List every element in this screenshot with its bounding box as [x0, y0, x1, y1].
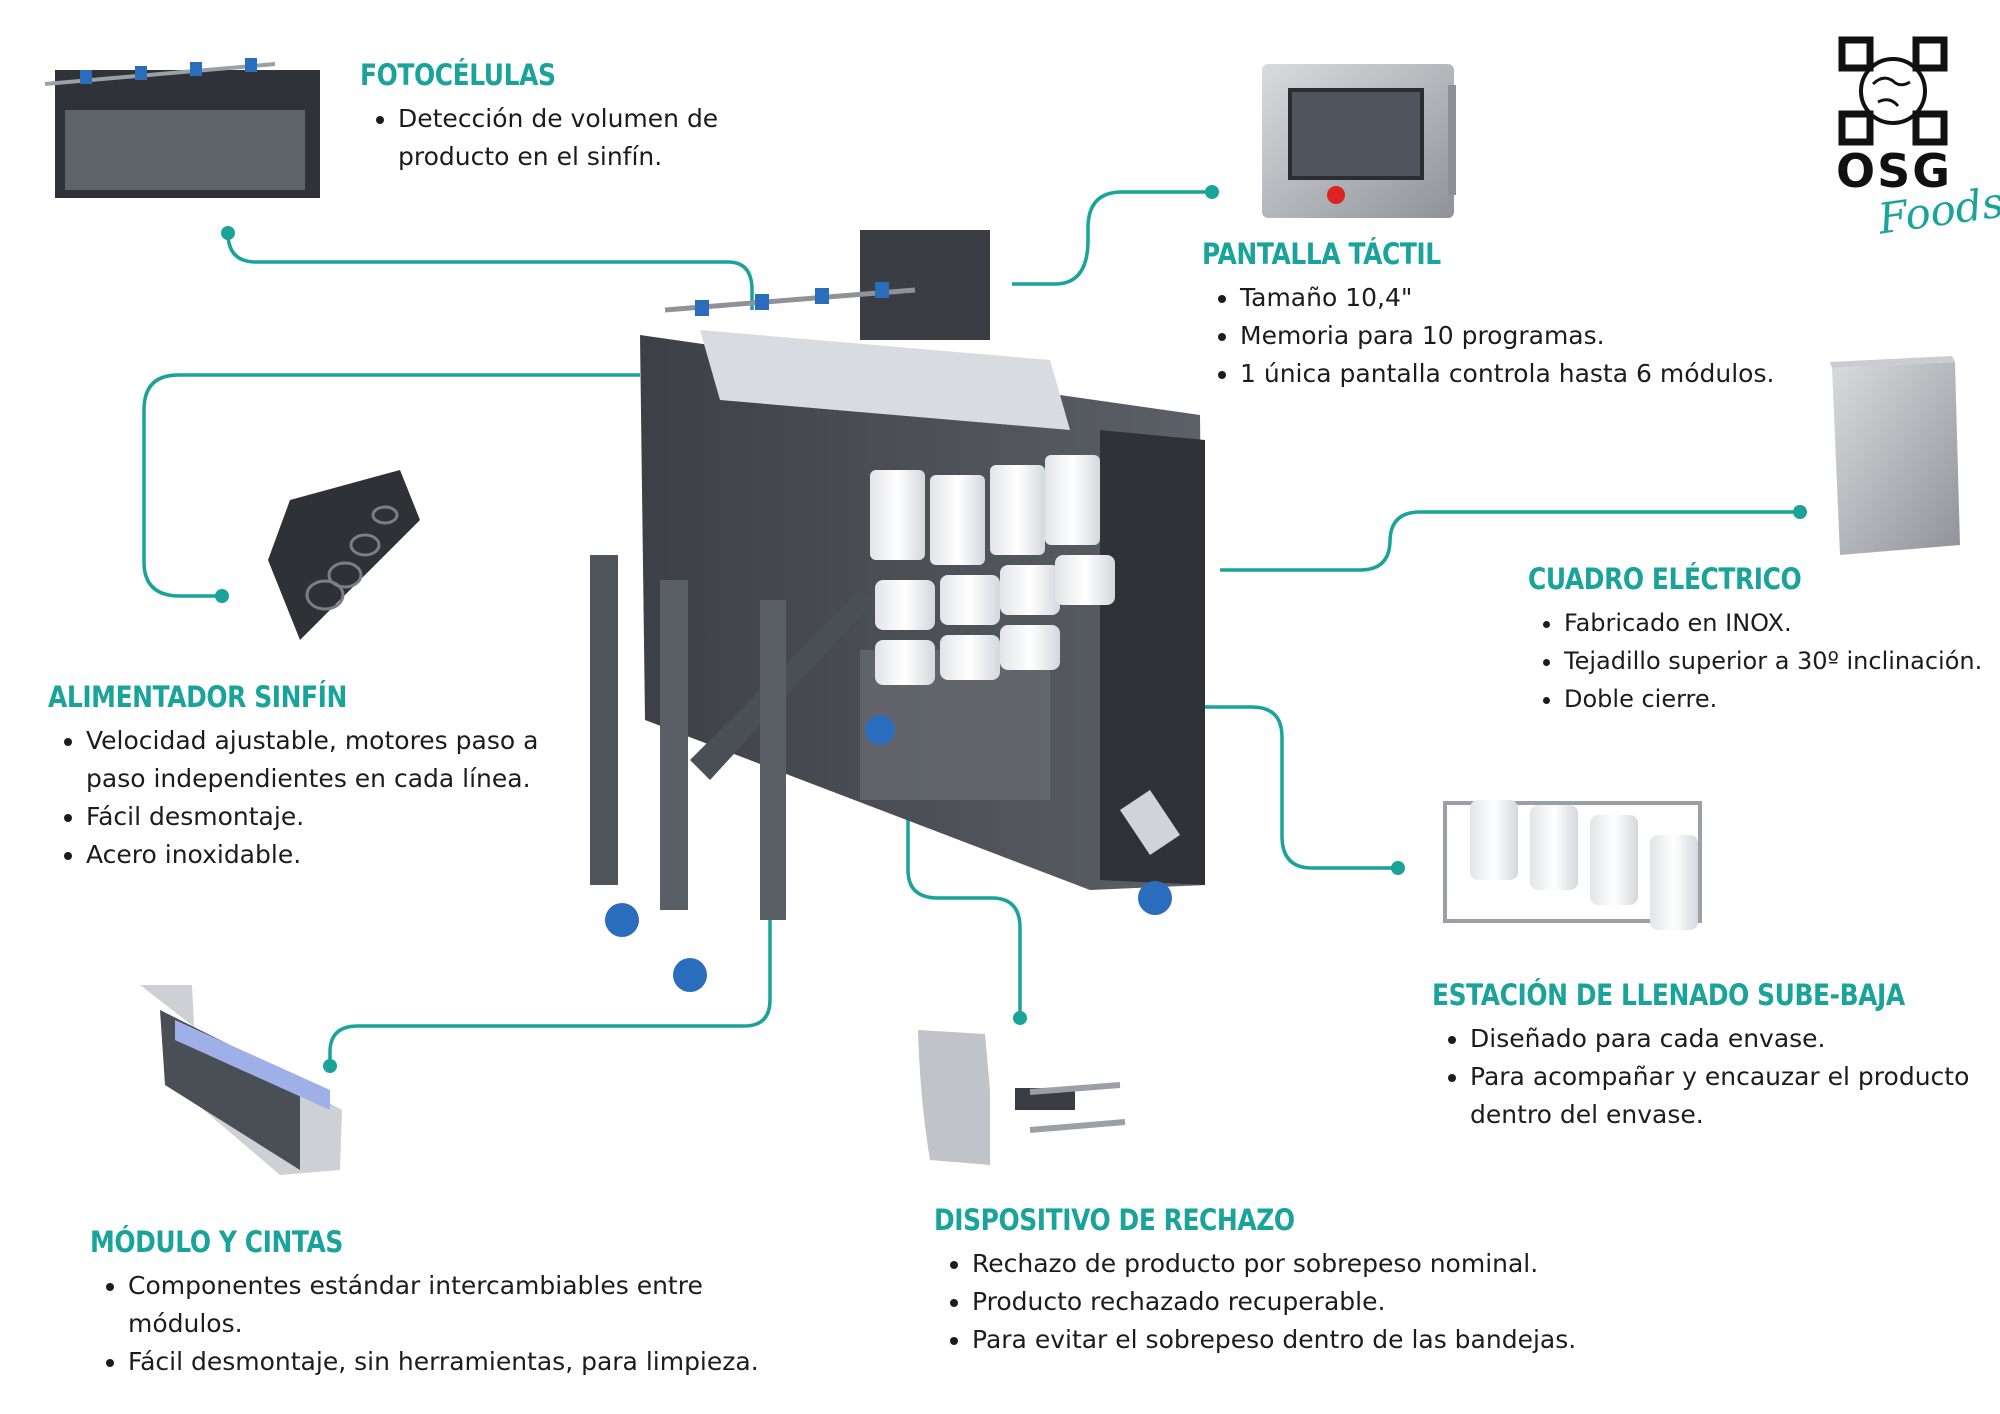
connector-fotocelulas [226, 232, 754, 310]
bullet-item: Detección de volumen de producto en el s… [398, 100, 780, 176]
bullet-list: Rechazo de producto por sobrepeso nomina… [934, 1245, 1614, 1359]
fotocelulas-thumbnail [44, 58, 320, 198]
section-pantalla-tactil: PANTALLA TÁCTIL Tamaño 10,4" Memoria par… [1202, 237, 1782, 393]
bullet-item: 1 única pantalla controla hasta 6 módulo… [1240, 355, 1782, 393]
bullet-item: Diseñado para cada envase. [1470, 1020, 1992, 1058]
bullet-item: Rechazo de producto por sobrepeso nomina… [972, 1245, 1614, 1283]
screw-feeder-thumbnail [268, 470, 420, 640]
section-dispositivo-rechazo: DISPOSITIVO DE RECHAZO Rechazo de produc… [934, 1203, 1614, 1359]
connector-rechazo [906, 740, 1022, 1018]
main-machine-illustration [590, 230, 1205, 992]
section-cuadro-electrico: CUADRO ELÉCTRICO Fabricado en INOX. Teja… [1528, 562, 1996, 718]
osg-foods-logo: OSG Foods [1828, 36, 2000, 246]
bullet-item: Para acompañar y encauzar el producto de… [1470, 1058, 1992, 1134]
section-title: DISPOSITIVO DE RECHAZO [934, 1203, 1295, 1237]
bullet-item: Acero inoxidable. [86, 836, 578, 874]
bullet-list: Detección de volumen de producto en el s… [360, 100, 780, 176]
section-title: ALIMENTADOR SINFÍN [48, 680, 347, 714]
connector-modulo [328, 440, 772, 1066]
bullet-item: Memoria para 10 programas. [1240, 317, 1782, 355]
bullet-item: Para evitar el sobrepeso dentro de las b… [972, 1321, 1614, 1359]
section-title: MÓDULO Y CINTAS [90, 1225, 343, 1259]
section-title: CUADRO ELÉCTRICO [1528, 562, 1802, 596]
module-belt-thumbnail [140, 985, 342, 1175]
bullet-item: Doble cierre. [1564, 680, 1996, 718]
connector-dots [215, 185, 1807, 1073]
bullet-item: Producto rechazado recuperable. [972, 1283, 1614, 1321]
section-estacion-llenado: ESTACIÓN DE LLENADO SUBE-BAJA Diseñado p… [1432, 978, 1992, 1134]
section-title: ESTACIÓN DE LLENADO SUBE-BAJA [1432, 978, 1905, 1012]
bullet-item: Componentes estándar intercambiables ent… [128, 1267, 770, 1343]
filling-station-thumbnail [1443, 800, 1702, 930]
section-title: PANTALLA TÁCTIL [1202, 237, 1441, 271]
connector-alimentador [142, 373, 640, 598]
bullet-list: Diseñado para cada envase. Para acompaña… [1432, 1020, 1992, 1134]
bullet-list: Velocidad ajustable, motores paso a paso… [48, 722, 578, 874]
section-modulo-cintas: MÓDULO Y CINTAS Componentes estándar int… [90, 1225, 770, 1381]
bullet-item: Tejadillo superior a 30º inclinación. [1564, 642, 1996, 680]
bullet-item: Fácil desmontaje. [86, 798, 578, 836]
bullet-list: Tamaño 10,4" Memoria para 10 programas. … [1202, 279, 1782, 393]
bullet-item: Velocidad ajustable, motores paso a paso… [86, 722, 578, 798]
globe-qr-icon [1838, 36, 1948, 146]
logo-brand-text: OSG [1836, 144, 1952, 198]
section-alimentador-sinfin: ALIMENTADOR SINFÍN Velocidad ajustable, … [48, 680, 578, 874]
bullet-item: Fabricado en INOX. [1564, 604, 1996, 642]
touch-screen-thumbnail [1262, 64, 1456, 218]
bullet-item: Fácil desmontaje, sin herramientas, para… [128, 1343, 770, 1381]
section-title: FOTOCÉLULAS [360, 58, 556, 92]
electrical-cabinet-thumbnail [1830, 356, 1960, 555]
bullet-list: Componentes estándar intercambiables ent… [90, 1267, 770, 1381]
bullet-item: Tamaño 10,4" [1240, 279, 1782, 317]
connector-pantalla [1012, 190, 1212, 286]
bullet-list: Fabricado en INOX. Tejadillo superior a … [1528, 604, 1996, 718]
section-fotocelulas: FOTOCÉLULAS Detección de volumen de prod… [360, 58, 780, 176]
reject-device-thumbnail [918, 1030, 1126, 1165]
connector-cuadro [1220, 510, 1800, 572]
